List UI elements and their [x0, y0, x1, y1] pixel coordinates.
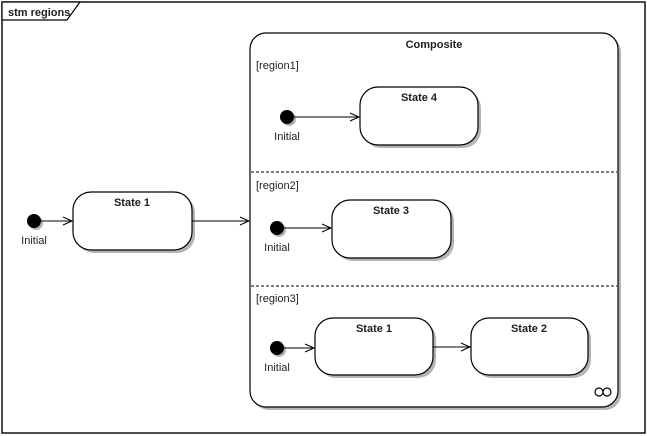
state-state3[interactable]: State 3 — [331, 199, 454, 261]
initial-label: Initial — [21, 235, 47, 247]
initial-dot[interactable] — [270, 221, 284, 235]
state-title: State 4 — [401, 92, 438, 104]
infinity-icon — [594, 387, 612, 397]
arrowhead-icon — [304, 343, 316, 353]
state-state1-region3[interactable]: State 1 — [314, 317, 436, 378]
arrowhead-icon — [349, 112, 361, 122]
transition-state1-to-composite[interactable] — [192, 216, 251, 226]
initial-label: Initial — [264, 242, 290, 254]
initial-node-region2[interactable]: Initial — [264, 221, 290, 254]
initial-node-region3[interactable]: Initial — [264, 341, 290, 374]
initial-label: Initial — [274, 131, 300, 143]
region2-label: [region2] — [256, 180, 299, 192]
state-body[interactable] — [359, 86, 479, 146]
transition-initial-to-state4[interactable] — [294, 112, 361, 122]
region1-label: [region1] — [256, 60, 299, 72]
initial-label: Initial — [264, 362, 290, 374]
arrowhead-icon — [321, 223, 333, 233]
transition-initial-to-state1-outer[interactable] — [41, 216, 74, 226]
state-state4[interactable]: State 4 — [359, 86, 481, 148]
state-title: State 2 — [511, 323, 547, 335]
initial-dot[interactable] — [280, 110, 294, 124]
arrowhead-icon — [239, 216, 251, 226]
initial-dot[interactable] — [27, 214, 41, 228]
initial-node-outer[interactable]: Initial — [21, 214, 47, 247]
state-body[interactable] — [470, 317, 589, 376]
transition-state1-to-state2[interactable] — [433, 342, 472, 352]
initial-dot[interactable] — [270, 341, 284, 355]
transition-initial-to-state1-region3[interactable] — [284, 343, 316, 353]
state-state2[interactable]: State 2 — [470, 317, 591, 378]
state-body[interactable] — [331, 199, 452, 259]
state-title: State 1 — [114, 197, 150, 209]
composite-title: Composite — [406, 39, 463, 51]
state-state1-outer[interactable]: State 1 — [72, 191, 195, 253]
frame-title: stm regions — [8, 7, 70, 19]
arrowhead-icon — [62, 216, 74, 226]
region3-label: [region3] — [256, 293, 299, 305]
state-title: State 3 — [373, 205, 409, 217]
initial-node-region1[interactable]: Initial — [274, 110, 300, 143]
state-title: State 1 — [356, 323, 392, 335]
diagram-frame-tab: stm regions — [1, 1, 82, 21]
transition-initial-to-state3[interactable] — [284, 223, 333, 233]
arrowhead-icon — [460, 342, 472, 352]
